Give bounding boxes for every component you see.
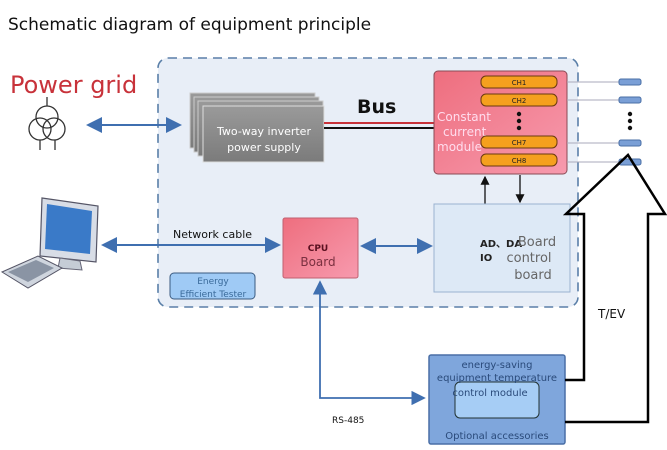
board-io-label-2: IO bbox=[480, 253, 492, 264]
tester-label-1: Energy bbox=[197, 277, 229, 287]
bus-label: Bus bbox=[357, 96, 396, 118]
inverter-stack bbox=[189, 92, 325, 163]
channel-ch2: CH2 bbox=[480, 93, 558, 107]
channel-ch7: CH7 bbox=[480, 135, 558, 149]
board-label-3: board bbox=[514, 268, 552, 283]
module-footer-label: Optional accessories bbox=[445, 431, 549, 442]
output-connectors bbox=[567, 78, 642, 166]
svg-text:CH7: CH7 bbox=[512, 139, 527, 147]
module-label-3: control module bbox=[452, 388, 527, 399]
module-label-1: energy-saving bbox=[462, 360, 533, 371]
channel-ch1: CH1 bbox=[480, 75, 558, 89]
svg-text:CH1: CH1 bbox=[512, 79, 527, 87]
energy-efficient-tester bbox=[169, 272, 256, 300]
cpu-label-1: CPU bbox=[308, 244, 329, 254]
channel-ch8: CH8 bbox=[480, 153, 558, 167]
svg-text:CH8: CH8 bbox=[512, 157, 527, 165]
rs485-line bbox=[312, 280, 426, 406]
board-label-2: control bbox=[506, 251, 551, 266]
cpu-label-2: Board bbox=[300, 255, 335, 269]
module-inner-panel bbox=[454, 381, 540, 419]
channel-ellipsis bbox=[516, 111, 522, 131]
module-label-2: equipment temperature bbox=[437, 373, 557, 384]
inverter-label-2: power supply bbox=[227, 141, 301, 154]
tev-label: T/EV bbox=[597, 307, 626, 321]
transformer-icon bbox=[28, 97, 66, 150]
board-control-board bbox=[433, 203, 571, 293]
cpu-board bbox=[282, 217, 359, 279]
computer-icon bbox=[0, 197, 99, 289]
board-label-1: Board bbox=[518, 235, 556, 250]
ccm-label-2: current bbox=[443, 125, 487, 139]
diagram-title: Schematic diagram of equipment principle bbox=[8, 15, 371, 35]
power-grid-label: Power grid bbox=[10, 71, 137, 99]
ccm-label-1: Constant bbox=[437, 110, 491, 124]
inverter-label-1: Two-way inverter bbox=[216, 125, 311, 138]
tev-hollow-arrow bbox=[562, 153, 667, 424]
network-cable-label: Network cable bbox=[173, 228, 252, 241]
board-io-label-1: AD、DA bbox=[480, 239, 522, 250]
ccm-label-3: module bbox=[437, 140, 482, 154]
tester-label-2: Efficient Tester bbox=[180, 290, 247, 300]
rs485-label: RS-485 bbox=[332, 416, 364, 426]
svg-text:CH2: CH2 bbox=[512, 97, 527, 105]
